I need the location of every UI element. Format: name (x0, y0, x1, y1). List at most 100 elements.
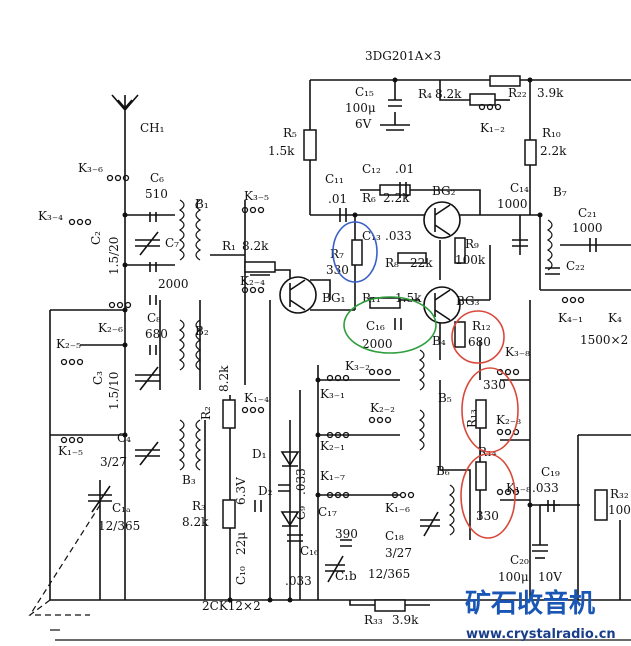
label-b3: B₃ (182, 473, 196, 487)
label-r10-value: 2.2k (540, 144, 567, 158)
label-c1a: C₁ₐ (112, 501, 131, 515)
label-transistor-type: 3DG201A×3 (365, 49, 441, 63)
label-c14-value: 1000 (497, 197, 528, 211)
label-c1b: C₁b (335, 569, 357, 583)
label-c4: C₄ (117, 431, 131, 445)
label-k3-5: K₃₋₅ (244, 189, 269, 203)
label-c10: C₁₀ (234, 566, 248, 585)
label-r3-value: 8.2k (182, 515, 209, 529)
label-c15-value: 100μ (345, 101, 376, 115)
label-k4-1: K₄₋₁ (558, 311, 583, 325)
label-k4-right: K₄ (608, 311, 622, 325)
label-k2-2: K₂₋₂ (370, 401, 395, 415)
label-c1a-value: 12/365 (98, 519, 140, 533)
label-c3-value: 1.5/10 (107, 372, 121, 410)
label-330-upper: 330 (483, 378, 506, 392)
label-k1-6: K₁₋₆ (385, 501, 410, 515)
label-b7: B₇ (553, 185, 567, 199)
label-c21: C₂₁ (578, 206, 597, 220)
label-r5: R₅ (283, 126, 297, 140)
highlight-annotations (332, 221, 519, 539)
label-c22: C₂₂ (566, 259, 585, 273)
blue-highlight-ring (332, 221, 378, 283)
label-b6: B₆ (436, 464, 450, 478)
label-c16: C₁₆ (366, 319, 385, 333)
label-c15-voltage: 6V (355, 117, 372, 131)
label-d1: D₁ (252, 447, 266, 461)
label-c20-value: 100μ (498, 570, 529, 584)
label-c18-value: 3/27 (385, 546, 412, 560)
label-k1-4: K₁₋₄ (244, 391, 269, 405)
watermark: 矿石收音机 www.crystalradio.cn (465, 588, 616, 642)
label-b2: B₂ (195, 324, 209, 338)
label-r9-value: 100k (455, 253, 486, 267)
label-r4-value: 8.2k (435, 87, 462, 101)
label-bg3: BG₃ (456, 294, 480, 308)
label-c12: C₁₂ (362, 162, 381, 176)
label-r4: R₄ (418, 87, 432, 101)
watermark-title: 矿石收音机 (465, 588, 595, 619)
label-c11: C₁₁ (325, 172, 344, 186)
label-c9-value: .033 (294, 468, 308, 495)
label-k1-8: K₁₋₈ (506, 481, 531, 495)
label-d2: D₂ (258, 484, 273, 498)
label-c15: C₁₅ (355, 85, 374, 99)
label-c9: C₉ (294, 506, 308, 520)
label-r2-value: 8.2k (217, 365, 231, 392)
label-b1: B₁ (195, 197, 209, 211)
label-c17: C₁₇ (318, 505, 337, 519)
label-c12-value: .01 (395, 162, 414, 176)
label-k2-6: K₂₋₆ (98, 321, 123, 335)
watermark-url: www.crystalradio.cn (466, 627, 616, 642)
label-c13: C₁₃ (362, 229, 381, 243)
label-c21-value: 1000 (572, 221, 603, 235)
label-k2-8: K₂₋₈ (496, 413, 521, 427)
label-k3-1: K₃₋₁ (320, 387, 345, 401)
label-b4: B₄ (432, 334, 446, 348)
green-highlight-ring (343, 296, 437, 354)
label-1500x2: 1500×2 (580, 333, 628, 347)
label-b5: B₅ (438, 391, 452, 405)
label-c14: C₁₄ (510, 181, 529, 195)
label-r22: R₂₂ (508, 86, 527, 100)
label-r33-value: 3.9k (392, 613, 419, 627)
label-c1b-value: 12/365 (368, 567, 410, 581)
wiring (28, 79, 631, 641)
label-c7: C₇ (165, 236, 179, 250)
red-highlight-ring-r13 (461, 367, 519, 453)
label-r10: R₁₀ (542, 126, 561, 140)
label-c16-lower: C₁₆ (300, 544, 319, 558)
label-bg2: BG₂ (432, 184, 456, 198)
label-k1-5: K₁₋₅ (58, 444, 83, 458)
label-c19-value: .033 (532, 481, 559, 495)
label-c18: C₁₈ (385, 529, 404, 543)
label-k3-6: K₃₋₆ (78, 161, 103, 175)
label-k1-2: K₁₋₂ (480, 121, 505, 135)
label-c16-lower-value: .033 (285, 574, 312, 588)
label-2ck12: 2CK12×2 (202, 599, 261, 613)
label-r6: R₆ (362, 191, 376, 205)
label-k2-5: K₂₋₅ (56, 337, 81, 351)
label-c7-value: 2000 (158, 277, 189, 291)
label-c4-value: 3/27 (100, 455, 127, 469)
label-r32-value: 100 (608, 503, 631, 517)
label-r8: R₈ (385, 256, 399, 270)
label-r12-value: 680 (468, 335, 491, 349)
label-k3-2: K₃₋₂ (345, 359, 370, 373)
label-c19: C₁₉ (541, 465, 560, 479)
label-c20-voltage: 10V (538, 570, 562, 584)
label-c10-value: 22μ (234, 532, 248, 555)
label-r12: R₁₂ (472, 319, 491, 333)
label-r5-value: 1.5k (268, 144, 295, 158)
label-k2-1: K₂₋₁ (320, 439, 345, 453)
label-r9: R₉ (465, 237, 479, 251)
label-c2-value: 1.5/20 (107, 237, 121, 275)
label-c8: C₈ (147, 311, 161, 325)
label-c11-value: .01 (328, 192, 347, 206)
label-c13-value: .033 (385, 229, 412, 243)
label-330-lower: 330 (476, 509, 499, 523)
label-r6-value: 2.2k (383, 191, 410, 205)
label-c20: C₂₀ (510, 553, 529, 567)
component-labels: 3DG201A×3 CH₁ K₃₋₆ K₃₋₄ C₆ 510 B₁ C₂ 1.5… (38, 49, 631, 627)
